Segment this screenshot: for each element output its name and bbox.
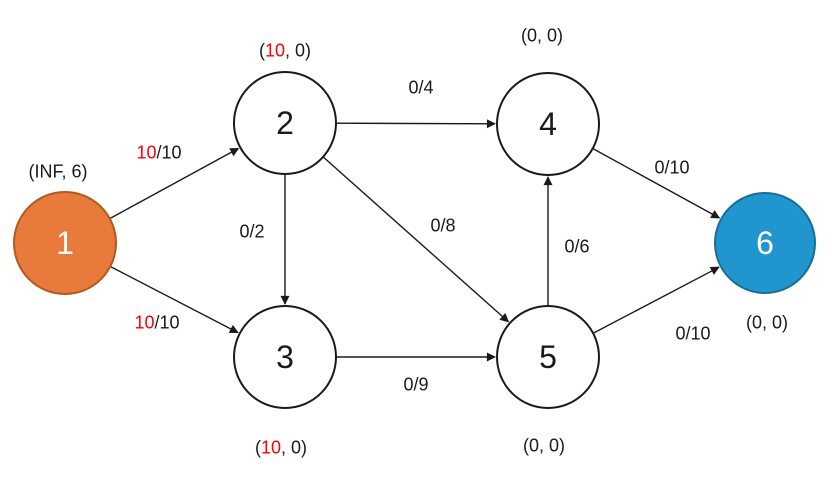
node-circle-2 (233, 71, 337, 175)
node-number-2: 2 (276, 105, 294, 141)
edge-label-1-2: 10/10 (136, 142, 181, 162)
edge-layer: 10/10 10/10 0/4 0/2 0/8 0/9 0/6 0/10 0/10 (109, 77, 721, 394)
edge-5-4: 0/6 (543, 176, 590, 306)
node-number-5: 5 (539, 339, 557, 375)
node-6: 6 (0, 0) (714, 192, 816, 332)
node-circle-5 (496, 305, 600, 409)
node-1: 1 (INF, 6) (13, 161, 117, 295)
node-annotation-4: (0, 0) (521, 25, 563, 45)
node-annotation-2: (10, 0) (259, 40, 311, 60)
node-number-6: 6 (756, 225, 774, 261)
node-number-3: 3 (276, 339, 294, 375)
node-2: 2 (10, 0) (233, 40, 337, 175)
node-annotation-5: (0, 0) (523, 435, 565, 455)
edge-label-2-3: 0/2 (239, 221, 264, 241)
edge-label-2-5: 0/8 (430, 215, 455, 235)
edge-line-4-6 (592, 147, 721, 219)
edge-4-6: 0/10 (592, 147, 721, 219)
edge-line-2-4 (335, 119, 496, 129)
edge-line-5-6 (592, 266, 720, 334)
edge-line-1-3 (109, 265, 239, 334)
node-layer: 1(INF, 6)2(10, 0)3(10, 0)4(0, 0)5(0, 0)6… (13, 25, 816, 457)
node-circle-3 (233, 305, 337, 409)
edge-line-1-2 (109, 147, 240, 220)
node-annotation-1: (INF, 6) (28, 161, 87, 181)
edge-label-5-4: 0/6 (564, 236, 589, 256)
node-annotation-6: (0, 0) (746, 312, 788, 332)
edge-1-2: 10/10 (109, 142, 240, 220)
edge-2-5: 0/8 (322, 156, 510, 323)
edge-2-4: 0/4 (335, 77, 496, 129)
edge-label-2-4: 0/4 (408, 77, 433, 97)
edge-2-3: 0/2 (239, 174, 290, 305)
edge-label-1-3: 10/10 (134, 312, 179, 332)
edge-3-5: 0/9 (336, 352, 496, 394)
node-number-4: 4 (539, 106, 557, 142)
edge-label-4-6: 0/10 (654, 157, 689, 177)
edge-1-3: 10/10 (109, 265, 239, 334)
node-annotation-3: (10, 0) (255, 437, 307, 457)
edge-5-6: 0/10 (592, 266, 720, 343)
node-circle-6 (714, 192, 816, 294)
node-3: 3 (10, 0) (233, 305, 337, 457)
node-number-1: 1 (56, 225, 74, 261)
node-circle-1 (13, 191, 117, 295)
node-circle-4 (496, 72, 600, 176)
node-5: 5 (0, 0) (496, 305, 600, 455)
node-4: 4 (0, 0) (496, 25, 600, 176)
edge-label-5-6: 0/10 (675, 323, 710, 343)
edge-line-2-5 (322, 156, 510, 323)
edge-label-3-5: 0/9 (403, 374, 428, 394)
